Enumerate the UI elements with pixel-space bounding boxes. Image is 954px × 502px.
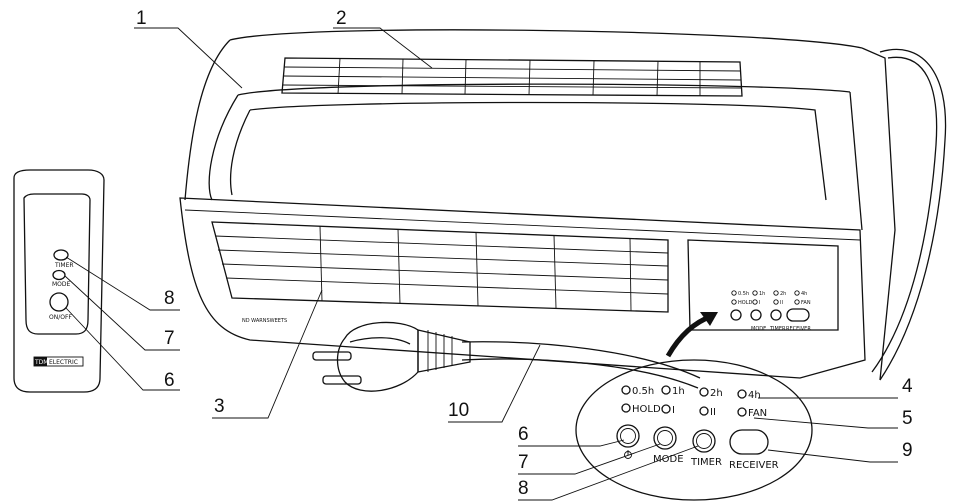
callout-5: 5 — [902, 408, 913, 429]
receiver-window — [729, 429, 769, 455]
power-plug — [312, 321, 701, 392]
heater-body — [179, 29, 947, 381]
panel-small-receiver — [786, 308, 810, 322]
receiver-label: RECEIVER — [729, 460, 779, 471]
callout-3: 3 — [214, 396, 225, 417]
panel-small-4h: 4h — [801, 291, 807, 297]
indicator-hold: HOLD — [632, 404, 661, 415]
power-button[interactable] — [616, 424, 640, 448]
panel-small-0.5h: 0.5h — [738, 291, 749, 297]
callout-6-left: 6 — [164, 370, 175, 391]
front-vent-grille — [211, 221, 669, 313]
callout-10: 10 — [448, 400, 469, 421]
power-icon — [624, 450, 632, 459]
panel-small-ii: II — [780, 300, 783, 306]
panel-small-receiver-label: RECEIVER — [786, 326, 811, 332]
callout-leaders — [64, 27, 898, 501]
indicator-1h: 1h — [672, 386, 685, 397]
timer-label: TIMER — [690, 457, 722, 468]
remote-timer-button[interactable] — [53, 249, 69, 261]
panel-small-mode-button[interactable] — [750, 309, 762, 321]
remote-power-button[interactable] — [49, 292, 69, 312]
indicator-0.5h: 0.5h — [632, 386, 654, 397]
remote-brand: TDM — [34, 359, 48, 366]
panel-small-power-button[interactable] — [730, 309, 742, 321]
callout-7-left: 7 — [164, 328, 175, 349]
mode-label: MODE — [653, 454, 684, 465]
zoomed-control-panel: 0.5h 1h 2h 4h HOLD I II FAN MODE TIMER R… — [575, 359, 813, 501]
zoom-arrow — [665, 312, 718, 358]
indicator-2h: 2h — [710, 388, 723, 399]
remote-brand-logo — [34, 357, 47, 366]
callout-4: 4 — [902, 376, 913, 397]
heater-control-panel: 0.5h 1h 2h 4h HOLD I II FAN MODE TIMER R… — [687, 239, 839, 332]
callout-9: 9 — [902, 440, 913, 461]
remote-control: TIMER MODE ON/OFF TDM ELECTRIC — [13, 169, 105, 393]
remote-timer-label: TIMER — [54, 262, 74, 269]
mode-button[interactable] — [653, 426, 677, 450]
indicator-i: I — [672, 405, 675, 416]
callout-7-right: 7 — [518, 452, 529, 473]
remote-onoff-label: ON/OFF — [49, 314, 72, 321]
callout-8-left: 8 — [164, 288, 175, 309]
top-vent-grille — [281, 57, 743, 97]
callout-8-right: 8 — [518, 478, 529, 499]
panel-small-mode-label: MODE — [751, 326, 766, 332]
timer-button[interactable] — [692, 429, 716, 453]
panel-small-timer-button[interactable] — [770, 309, 782, 321]
panel-small-2h: 2h — [780, 291, 786, 297]
remote-mode-button[interactable] — [52, 269, 66, 281]
model-text: ND WARNSWEETS — [242, 318, 287, 324]
indicator-fan: FAN — [748, 408, 767, 419]
panel-small-hold: HOLD — [738, 300, 752, 306]
callout-2: 2 — [336, 8, 347, 29]
panel-small-fan: FAN — [801, 300, 811, 306]
panel-small-1h: 1h — [759, 291, 765, 297]
callout-6-right: 6 — [518, 424, 529, 445]
panel-small-i: I — [759, 300, 760, 306]
indicator-4h: 4h — [748, 390, 761, 401]
indicator-ii: II — [710, 407, 716, 418]
callout-1: 1 — [136, 8, 147, 29]
panel-small-timer-label: TIMER — [769, 326, 786, 332]
remote-brand-sub: ELECTRIC — [49, 359, 78, 366]
remote-mode-label: MODE — [52, 281, 71, 288]
